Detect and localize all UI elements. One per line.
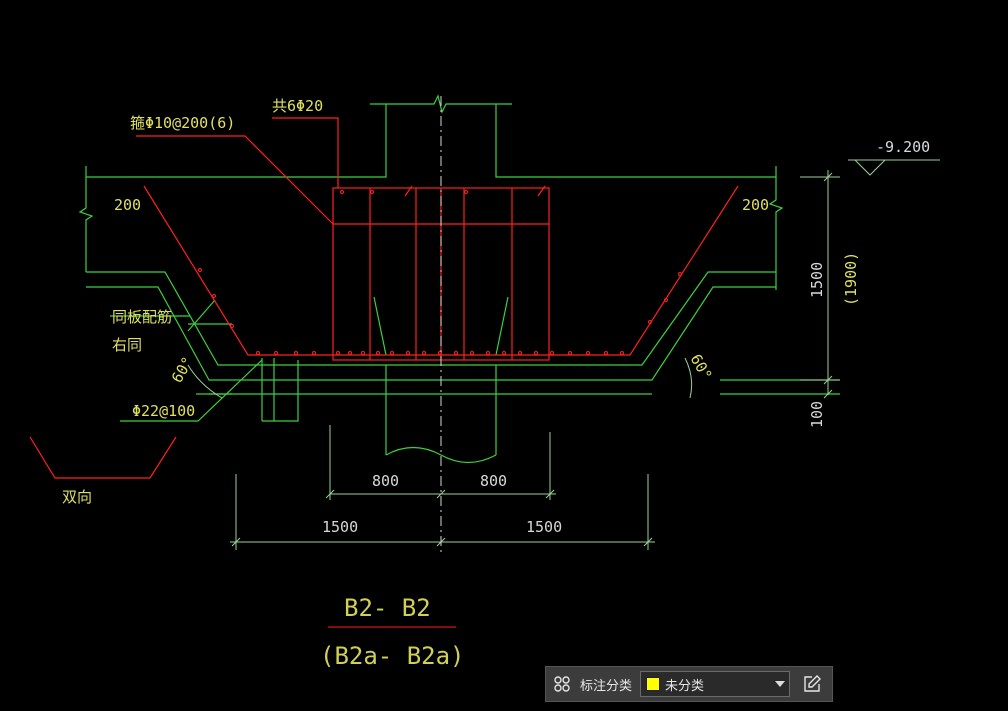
dowel-right	[495, 296, 509, 356]
label-bottom-bar: Φ22@100	[132, 402, 195, 420]
hook-1	[404, 185, 413, 197]
label-slab-rebar: 同板配筋	[112, 308, 172, 326]
leader-main-bars	[272, 117, 339, 188]
angle-arc-right	[684, 357, 693, 399]
label-main-bars: 共6Φ20	[272, 97, 323, 115]
hook-2	[537, 185, 546, 197]
category-select-value: 未分类	[665, 678, 705, 694]
edit-icon[interactable]	[796, 667, 828, 701]
break-left	[78, 166, 94, 272]
rebar-lines	[29, 117, 739, 479]
pile-break	[385, 446, 497, 464]
section-title: B2- B2	[344, 594, 431, 622]
angle-arc-left	[187, 364, 223, 399]
label-1900-vertical: (1900)	[842, 252, 860, 306]
label-same-right: 右同	[112, 336, 142, 354]
label-1500-vertical: 1500	[808, 262, 826, 298]
rebar-dots	[198, 190, 682, 355]
break-right	[768, 166, 784, 290]
two-way-bar-symbol	[29, 436, 177, 479]
label-two-way: 双向	[62, 488, 92, 506]
column-break-line	[370, 94, 512, 114]
label-800-left: 800	[372, 472, 399, 490]
rebar-detail-hook	[262, 360, 299, 422]
slab-top-right	[495, 104, 776, 178]
concrete-outline	[78, 94, 840, 464]
section-subtitle: (B2a- B2a)	[320, 642, 465, 670]
leader-stirrup	[136, 135, 334, 225]
label-1500-left: 1500	[322, 518, 358, 536]
pit-inner-line	[86, 286, 776, 381]
annotation-category-label: 标注分类	[580, 678, 633, 694]
label-elevation: -9.200	[876, 138, 930, 156]
chevron-down-icon	[775, 681, 786, 687]
label-stirrup: 箍Φ10@200(6)	[130, 114, 235, 132]
category-color-swatch	[646, 677, 661, 691]
leader-slab-diag	[187, 299, 216, 332]
label-100-vertical: 100	[808, 401, 826, 428]
label-800-right: 800	[480, 472, 507, 490]
annotation-category-select[interactable]: 未分类	[640, 671, 791, 697]
elevation-triangle	[854, 159, 886, 176]
slab-top-left	[86, 104, 387, 178]
pit-outer-line	[86, 271, 776, 366]
label-1500-right: 1500	[526, 518, 562, 536]
label-200-right: 200	[742, 196, 769, 214]
label-angle-left: 60°	[168, 354, 197, 386]
dowel-left	[373, 296, 387, 356]
grid-icon[interactable]	[546, 667, 578, 701]
dimension-lines	[187, 159, 940, 628]
leader-bottom-bar	[120, 359, 263, 422]
label-200-left: 200	[114, 196, 141, 214]
rebar-main	[143, 185, 739, 356]
annotation-category-toolbar: 标注分类 未分类	[545, 666, 833, 702]
